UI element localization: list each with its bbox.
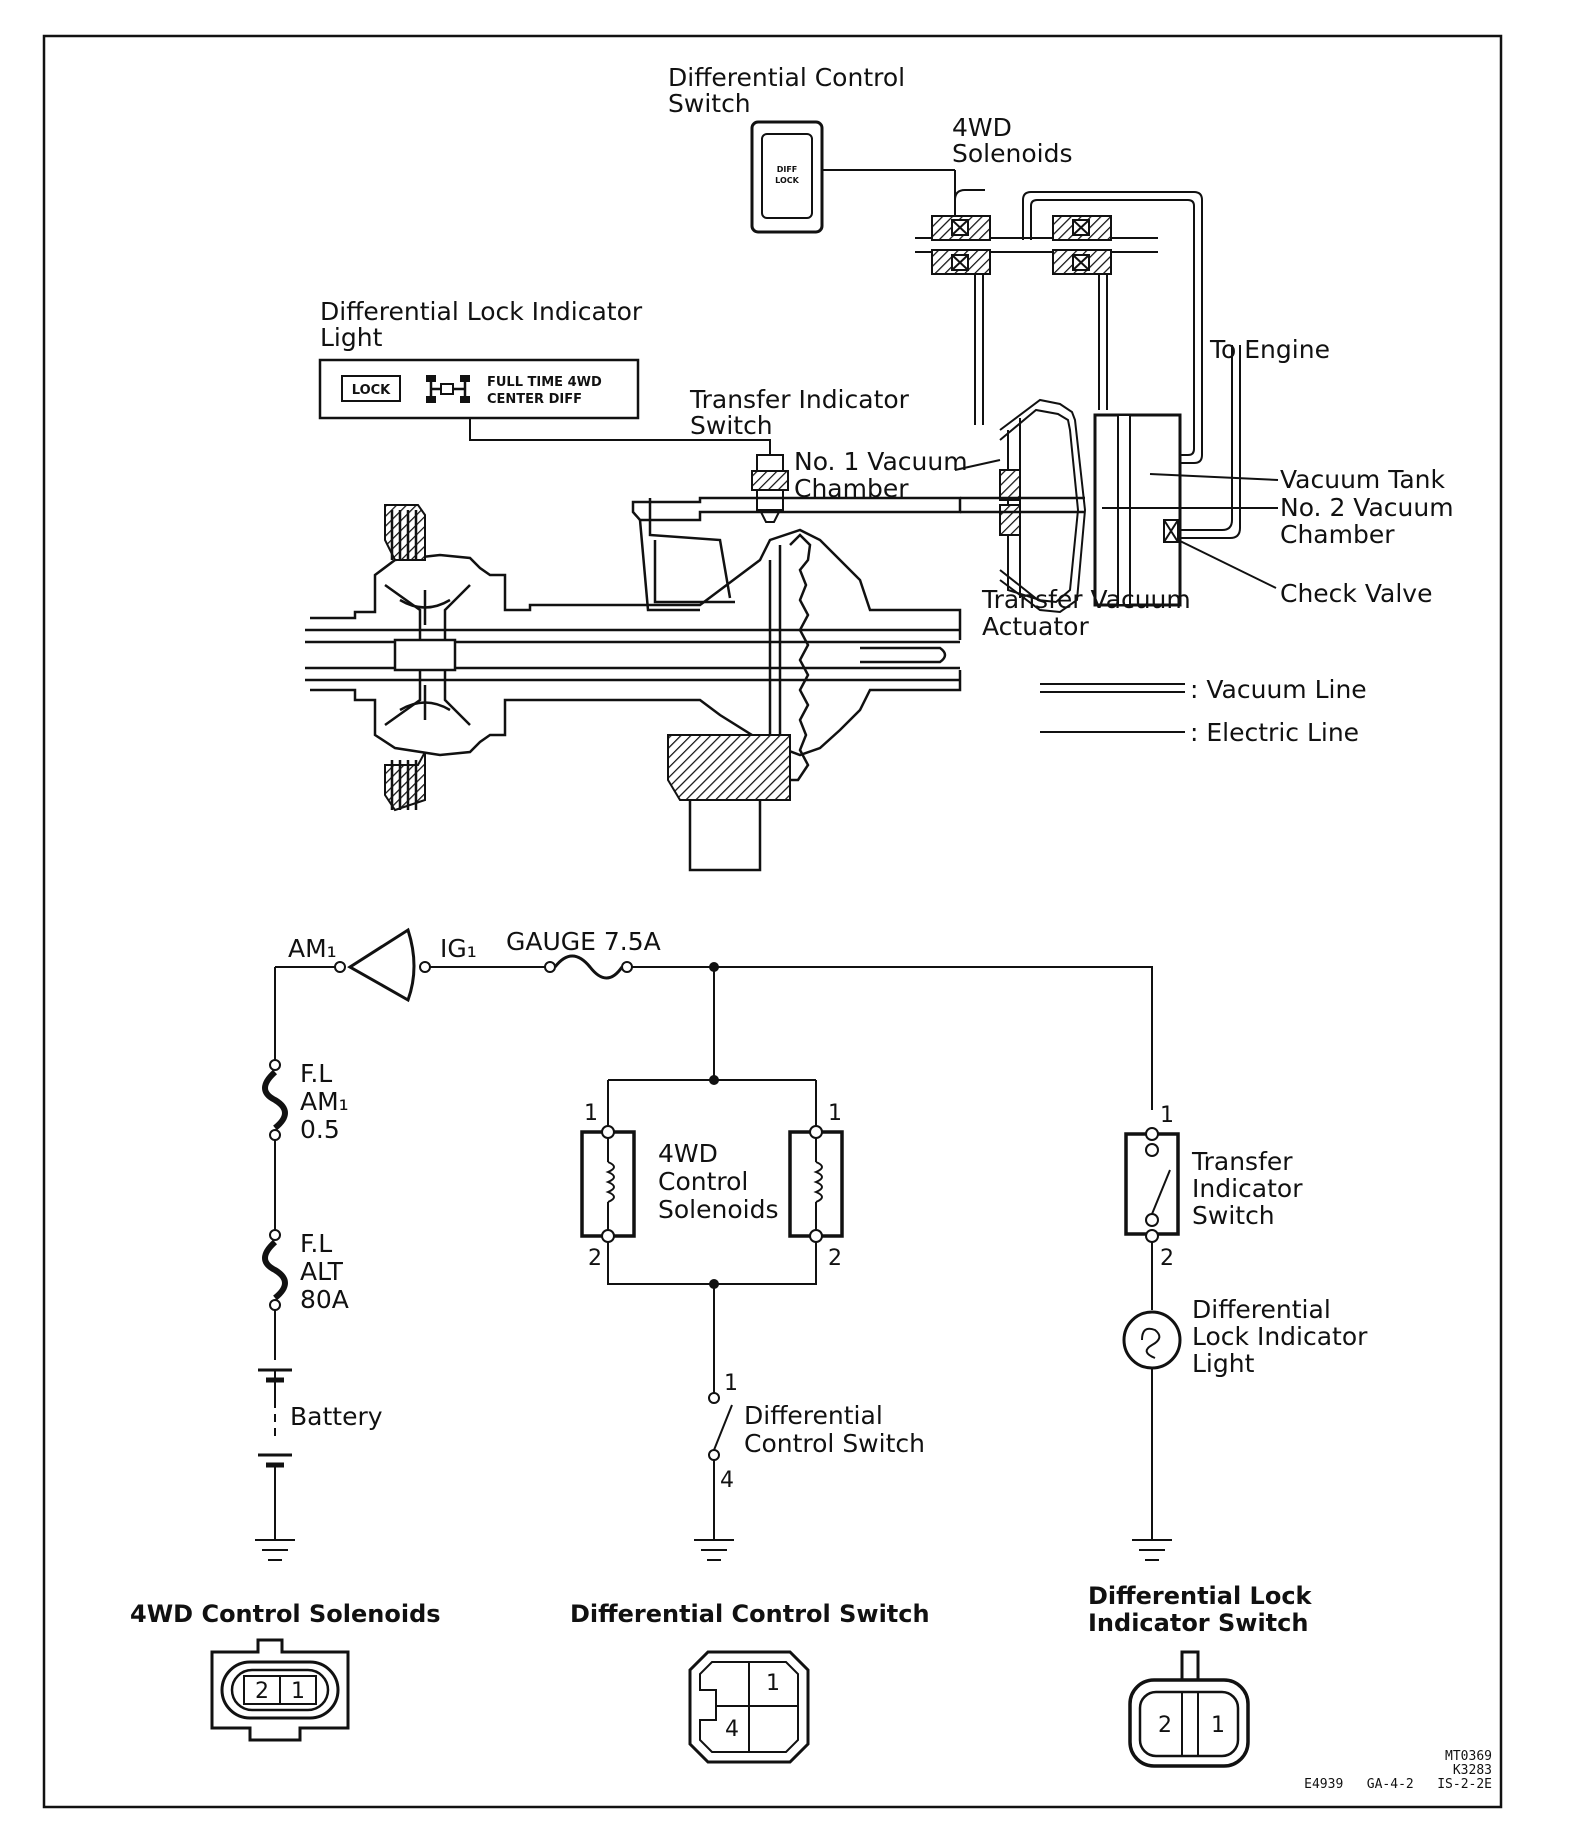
pin-right-2: 2 <box>828 1246 842 1271</box>
diff-switch-face-2: LOCK <box>775 176 799 185</box>
connector-3-title-1: Differential Lock <box>1088 1582 1313 1610</box>
check-valve-label: Check Valve <box>1280 579 1432 608</box>
ig1-label: IG₁ <box>440 934 477 963</box>
transfer-vacuum-actuator <box>960 398 1182 614</box>
gauge-fuse <box>544 954 633 980</box>
indicator-light-panel: LOCK FULL TIME 4WD CENTER DIFF <box>318 358 771 455</box>
indicator-title-1: Differential Lock Indicator <box>320 297 643 326</box>
vacuum-tank-body <box>1093 413 1182 607</box>
connector-3-pin-a: 2 <box>1158 1713 1172 1738</box>
diff-switch-title-1: Differential Control <box>668 63 905 92</box>
transfer-switch-body <box>751 454 789 523</box>
connector-3: 2 1 <box>1128 1650 1250 1768</box>
connector-2-pin-1: 1 <box>766 1671 780 1696</box>
junction-solenoid-top <box>709 1075 719 1085</box>
connector-1-pin-a: 2 <box>255 1679 269 1704</box>
solenoid-coil-left <box>580 1125 636 1243</box>
four-wd-icon <box>426 375 470 403</box>
battery-symbol <box>258 1368 292 1468</box>
pin-right-1: 1 <box>828 1101 842 1126</box>
connector-2-title: Differential Control Switch <box>570 1600 930 1628</box>
no1-chamber-label-1: No. 1 Vacuum <box>794 447 968 476</box>
diff-switch-title-2: Switch <box>668 89 751 118</box>
diff-switch-face-1: DIFF <box>777 165 798 174</box>
to-engine-label: To Engine <box>1209 335 1330 364</box>
vacuum-tank-label: Vacuum Tank <box>1280 465 1446 494</box>
diff-switch-wiring-label-1: Differential <box>744 1401 883 1430</box>
transfer-case <box>305 496 962 872</box>
fusible-link-alt <box>262 1229 288 1311</box>
no1-chamber-label-2: Chamber <box>794 474 909 503</box>
indicator-text-2: CENTER DIFF <box>487 392 582 407</box>
connector-1: 2 1 <box>210 1638 350 1742</box>
lock-indicator-lamp <box>1122 1310 1182 1370</box>
no2-chamber-label-2: Chamber <box>1280 520 1395 549</box>
transfer-wiring-label-1: Transfer <box>1191 1147 1293 1176</box>
solenoids-title-2: Solenoids <box>952 139 1072 168</box>
solenoids-title-1: 4WD <box>952 113 1012 142</box>
ref-code-2: K3283 <box>1453 1763 1492 1778</box>
diff-switch-wiring-label-2: Control Switch <box>744 1429 925 1458</box>
solenoids-wiring-label-1: 4WD <box>658 1139 718 1168</box>
legend-electric-line: : Electric Line <box>1190 718 1359 747</box>
transfer-switch-label-2: Switch <box>690 411 773 440</box>
lock-light-label-1: Differential <box>1192 1295 1331 1324</box>
pin-transfer-2: 2 <box>1160 1246 1174 1271</box>
connector-3-pin-b: 1 <box>1211 1713 1225 1738</box>
vacuum-lines <box>954 189 1241 539</box>
junction-solenoid-bottom <box>709 1279 719 1289</box>
line-legend: : Vacuum Line : Electric Line <box>1040 675 1367 747</box>
legend-vacuum-line: : Vacuum Line <box>1190 675 1367 704</box>
fl-alt-label-3: 80A <box>300 1285 349 1314</box>
pin-switch-4: 4 <box>720 1468 734 1493</box>
battery-label: Battery <box>290 1402 383 1431</box>
connector-1-title: 4WD Control Solenoids <box>130 1600 441 1628</box>
transfer-switch-label-1: Transfer Indicator <box>689 385 910 414</box>
leader-lines <box>954 459 1279 589</box>
gauge-fuse-label: GAUGE 7.5A <box>506 927 661 956</box>
page-frame <box>42 34 1503 1809</box>
ref-code-1: MT0369 <box>1445 1749 1492 1764</box>
lock-light-label-2: Lock Indicator <box>1192 1322 1368 1351</box>
transfer-wiring-label-2: Indicator <box>1192 1174 1303 1203</box>
ignition-switch <box>334 927 431 1003</box>
pin-switch-1: 1 <box>724 1371 738 1396</box>
transfer-wiring-label-3: Switch <box>1192 1201 1275 1230</box>
fl-am1-label-2: AM₁ <box>300 1087 349 1116</box>
indicator-title-2: Light <box>320 323 383 352</box>
pin-transfer-1: 1 <box>1160 1103 1174 1128</box>
fl-am1-label-1: F.L <box>300 1059 332 1088</box>
diff-control-switch-symbol <box>708 1392 733 1461</box>
indicator-text-1: FULL TIME 4WD <box>487 375 602 390</box>
pin-left-1: 1 <box>584 1101 598 1126</box>
solenoids-wiring-label-2: Control <box>658 1167 748 1196</box>
junction-top <box>709 962 719 972</box>
fl-am1-label-3: 0.5 <box>300 1115 340 1144</box>
solenoid-assembly <box>915 215 1158 275</box>
pin-left-2: 2 <box>588 1246 602 1271</box>
am1-label: AM₁ <box>288 934 337 963</box>
no2-chamber-label-1: No. 2 Vacuum <box>1280 493 1454 522</box>
connector-3-title-2: Indicator Switch <box>1088 1609 1308 1637</box>
fl-alt-label-1: F.L <box>300 1229 332 1258</box>
fl-alt-label-2: ALT <box>300 1257 344 1286</box>
diff-control-switch-body: DIFF LOCK <box>750 120 956 234</box>
fusible-link-am1 <box>262 1059 288 1141</box>
solenoid-coil-right <box>788 1125 844 1243</box>
lock-lamp-text: LOCK <box>352 383 391 398</box>
ref-code-3: E4939 GA-4-2 IS-2-2E <box>1304 1777 1492 1792</box>
transfer-switch-symbol <box>1124 1127 1180 1243</box>
solenoids-wiring-label-3: Solenoids <box>658 1195 778 1224</box>
lock-light-label-3: Light <box>1192 1349 1255 1378</box>
actuator-label-2: Actuator <box>982 612 1089 641</box>
connector-2: 1 4 <box>688 1650 810 1764</box>
connector-2-pin-4: 4 <box>725 1717 739 1742</box>
ground-symbols <box>255 1539 1172 1561</box>
actuator-label-1: Transfer Vacuum <box>981 585 1191 614</box>
connector-1-pin-b: 1 <box>291 1679 305 1704</box>
